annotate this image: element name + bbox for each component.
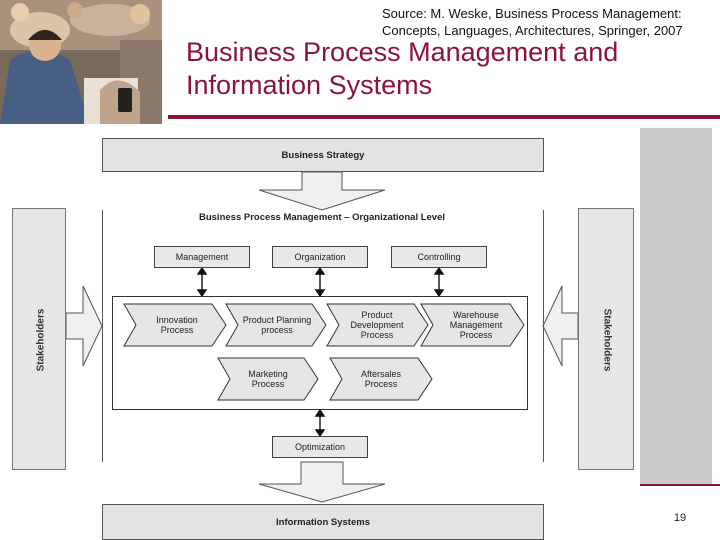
marketing-process-chevron [217,357,319,401]
aftersales-process-chevron [329,357,433,401]
org-level-frame [102,210,544,462]
bpm-diagram: Business Strategy Business Process Manag… [0,128,640,540]
business-strategy-label: Business Strategy [281,149,365,161]
business-strategy-box: Business Strategy [102,138,544,172]
process-chevrons [123,303,525,401]
stakeholders-right-panel: Stakeholders [578,208,634,470]
source-citation: Source: M. Weske, Business Process Manag… [382,6,683,38]
organization-label: Organization [294,252,346,262]
title-rule [168,115,720,119]
information-systems-label: Information Systems [276,516,370,528]
bottom-rule [640,484,720,486]
controlling-box: Controlling [391,246,487,268]
optimization-label: Optimization [294,442,346,452]
information-systems-box: Information Systems [102,504,544,540]
diagram-connectors [65,171,579,503]
header-photo [0,0,162,124]
page-number: 19 [673,512,687,524]
warehouse-management-label: Warehouse Management Process [449,310,503,340]
slide-title: Business Process Management and Informat… [186,37,619,100]
optimization-box: Optimization [272,436,368,458]
product-development-label: Product Development Process [350,310,404,340]
aftersales-process-label: Aftersales Process [360,369,402,389]
innovation-process-chevron [123,303,227,347]
product-planning-chevron [225,303,327,347]
management-box: Management [154,246,250,268]
innovation-process-label: Innovation Process [156,315,198,335]
warehouse-management-chevron [420,303,525,347]
product-development-chevron [326,303,429,347]
stakeholders-left-panel: Stakeholders [12,208,66,470]
management-label: Management [175,252,229,262]
controlling-label: Controlling [417,252,461,262]
right-panel [640,128,712,484]
marketing-process-label: Marketing Process [248,369,288,389]
organization-box: Organization [272,246,368,268]
product-planning-label: Product Planning process [242,315,312,335]
org-level-label: Business Process Management – Organizati… [182,212,462,223]
